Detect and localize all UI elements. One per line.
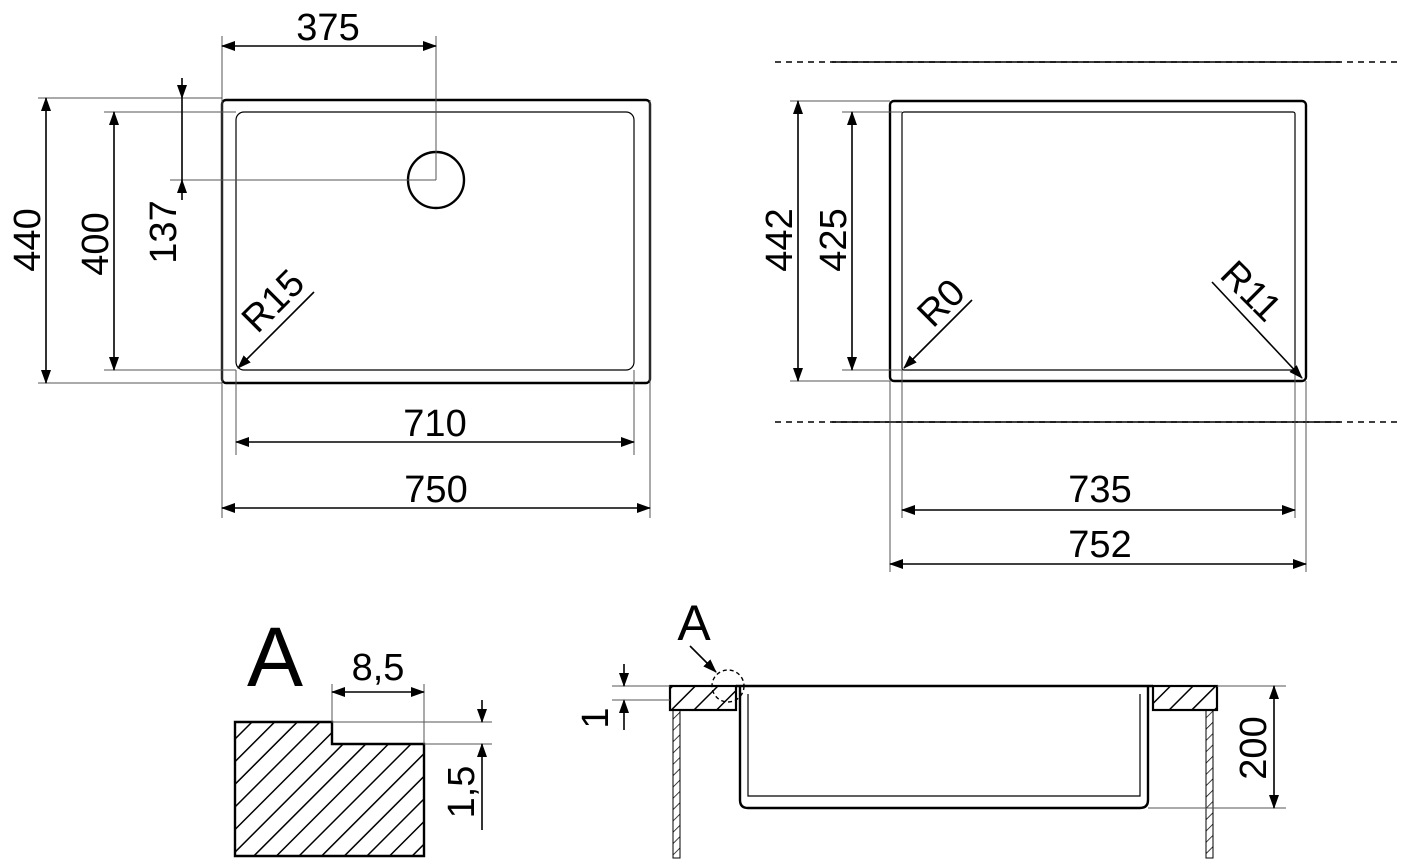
dim-1: 1 [575,707,617,728]
section-view: A 1 200 [575,595,1286,859]
radius-r0: R0 [909,271,973,335]
dim-735: 735 [1068,469,1131,511]
detail-a: A 8,5 1,5 [233,610,492,858]
dim-200: 200 [1233,716,1275,779]
radius-r15: R15 [234,262,313,341]
detail-hatch-section [233,720,426,858]
dim-137: 137 [143,200,185,263]
dim-400: 400 [75,212,117,275]
section-label: A [677,595,711,651]
detail-label: A [247,610,303,704]
cabinet-wall-left [672,709,681,859]
dim-442: 442 [759,208,801,271]
sink-outline-inner [235,111,635,371]
top-left-view: 710 750 375 440 400 137 R15 [7,7,652,518]
dim-375: 375 [296,7,359,49]
worktop-right [1151,684,1219,712]
dim-750: 750 [404,469,467,511]
dim-8-5: 8,5 [352,647,405,689]
sink-outline-inner-r [901,111,1296,371]
radius-r11: R11 [1212,253,1289,330]
dim-1-5: 1,5 [441,766,483,819]
cabinet-wall-right [1205,709,1214,859]
dim-710: 710 [403,403,466,445]
dim-425: 425 [813,208,855,271]
top-right-view: 442 425 735 752 R0 R11 [759,61,1398,572]
dim-440: 440 [7,208,49,271]
sink-bowl [738,686,1150,810]
worktop-left [668,684,738,712]
sink-outline-outer-r [888,99,1308,383]
dim-752: 752 [1068,524,1131,566]
